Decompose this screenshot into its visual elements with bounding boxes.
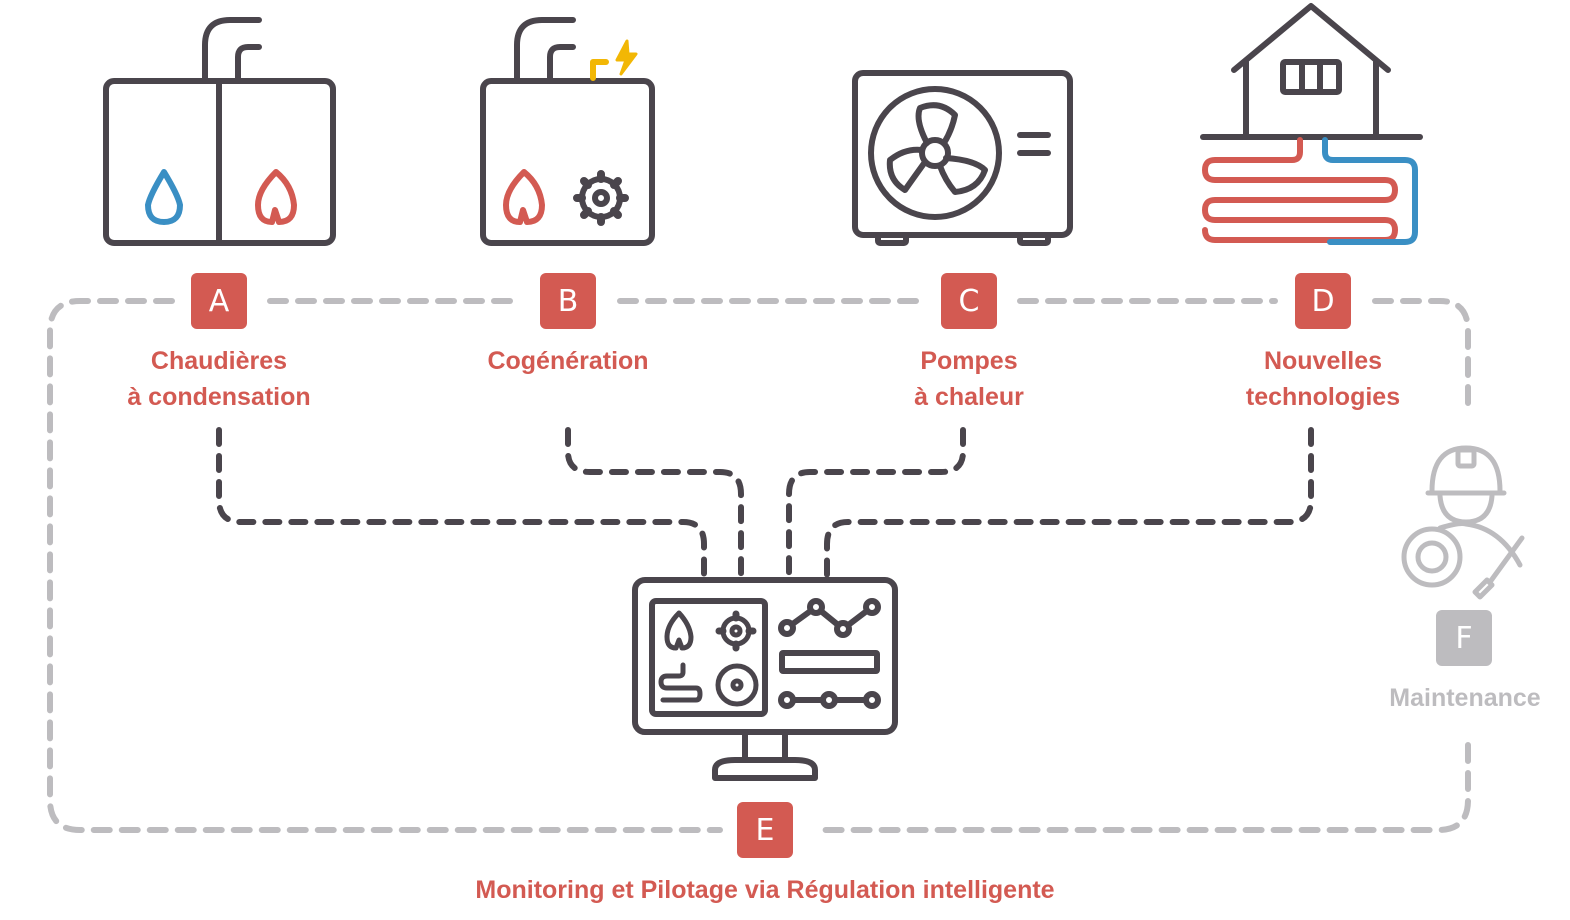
flame-icon (503, 169, 545, 225)
badge-f: F (1436, 610, 1492, 666)
badge-d: D (1295, 273, 1351, 329)
label-a: Chaudières à condensation (100, 343, 338, 415)
flame-icon (255, 169, 297, 225)
label-c-line1: Pompes (920, 347, 1018, 375)
label-e: Monitoring et Pilotage via Régulation in… (475, 876, 1055, 904)
lightning-icon (615, 39, 638, 76)
status-bar (779, 650, 880, 674)
power-line-icon (590, 59, 609, 81)
technician-icon (1401, 445, 1525, 600)
badge-c: C (941, 273, 997, 329)
badge-e: E (737, 802, 793, 858)
condensing-boiler-icon (103, 17, 336, 246)
label-f: Maintenance (1389, 684, 1541, 712)
loop-segment-right-bottom (812, 742, 1471, 833)
pipe-coil-icon (658, 662, 703, 703)
hub-connectors (216, 427, 1314, 581)
water-drop-icon (145, 169, 183, 225)
label-d: Nouvelles technologies (1223, 343, 1423, 415)
cold-pipe (1322, 137, 1418, 245)
label-d-line1: Nouvelles (1263, 347, 1383, 375)
loop-segment-left-top (47, 298, 723, 833)
connector-a (216, 427, 707, 581)
label-c-line2: à chaleur (914, 383, 1024, 411)
flame-icon (664, 610, 694, 651)
gear-icon (573, 170, 629, 226)
connector-b (565, 427, 744, 581)
label-a-line2: à condensation (127, 383, 311, 411)
hot-pipe (1202, 137, 1398, 243)
label-b-line1: Cogénération (487, 347, 649, 375)
heat-pump-icon (852, 70, 1073, 246)
monitoring-screen-icon (632, 577, 898, 781)
badge-b: B (540, 273, 596, 329)
badge-a: A (191, 273, 247, 329)
label-b: Cogénération (468, 343, 668, 379)
geothermal-house-icon (1200, 3, 1423, 245)
cogeneration-unit-icon (480, 17, 655, 246)
maintenance-loop (47, 298, 1471, 833)
label-c: Pompes à chaleur (869, 343, 1069, 415)
trend-line (784, 604, 875, 632)
label-d-line2: technologies (1245, 383, 1401, 411)
loop-segment-right-top (1372, 298, 1471, 415)
connector-c (786, 427, 966, 581)
fan-icon (715, 663, 759, 707)
connector-d (824, 427, 1314, 581)
label-a-line1: Chaudières (150, 347, 288, 375)
gear-icon (715, 610, 757, 652)
